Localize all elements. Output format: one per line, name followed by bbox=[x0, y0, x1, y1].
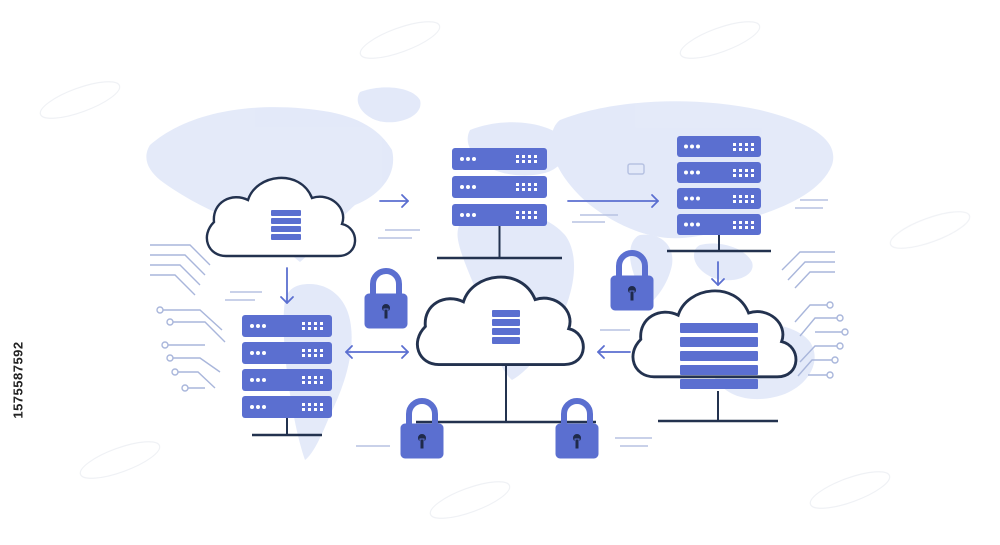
padlock-icon bbox=[556, 401, 598, 458]
server-top-center bbox=[437, 148, 562, 260]
cloud-right-server-bars bbox=[680, 323, 758, 389]
circuit-nodes-right bbox=[826, 301, 849, 379]
circuit-lines-left bbox=[150, 244, 226, 389]
map-southeast-asia bbox=[694, 243, 753, 281]
stock-watermark-logo bbox=[39, 21, 971, 519]
arrow-left-icon bbox=[597, 345, 631, 359]
arrow-right-long-icon bbox=[567, 194, 659, 208]
cloud-right bbox=[631, 289, 798, 423]
stock-id-text: 1575587592 bbox=[10, 341, 26, 419]
circuit-nodes-left bbox=[156, 306, 189, 392]
padlock-icon bbox=[365, 271, 407, 328]
padlock-icon bbox=[401, 401, 443, 458]
dash-lines bbox=[225, 163, 828, 447]
server-top-right bbox=[667, 136, 771, 253]
cloud-center-stack-icon bbox=[492, 310, 520, 344]
arrow-down-right-icon bbox=[711, 261, 725, 286]
cloud-top-left-stack-icon bbox=[271, 210, 301, 240]
server-left bbox=[242, 315, 332, 437]
arrow-right-icon bbox=[379, 194, 409, 208]
arrows bbox=[280, 194, 725, 359]
map-greenland bbox=[357, 87, 421, 123]
stock-id-watermark: 1575587592 bbox=[6, 300, 30, 460]
circuit-lines-right bbox=[781, 251, 845, 377]
cloud-top-left bbox=[205, 176, 357, 258]
arrow-down-left-icon bbox=[280, 267, 294, 304]
arrow-bidirectional-icon bbox=[345, 345, 409, 359]
